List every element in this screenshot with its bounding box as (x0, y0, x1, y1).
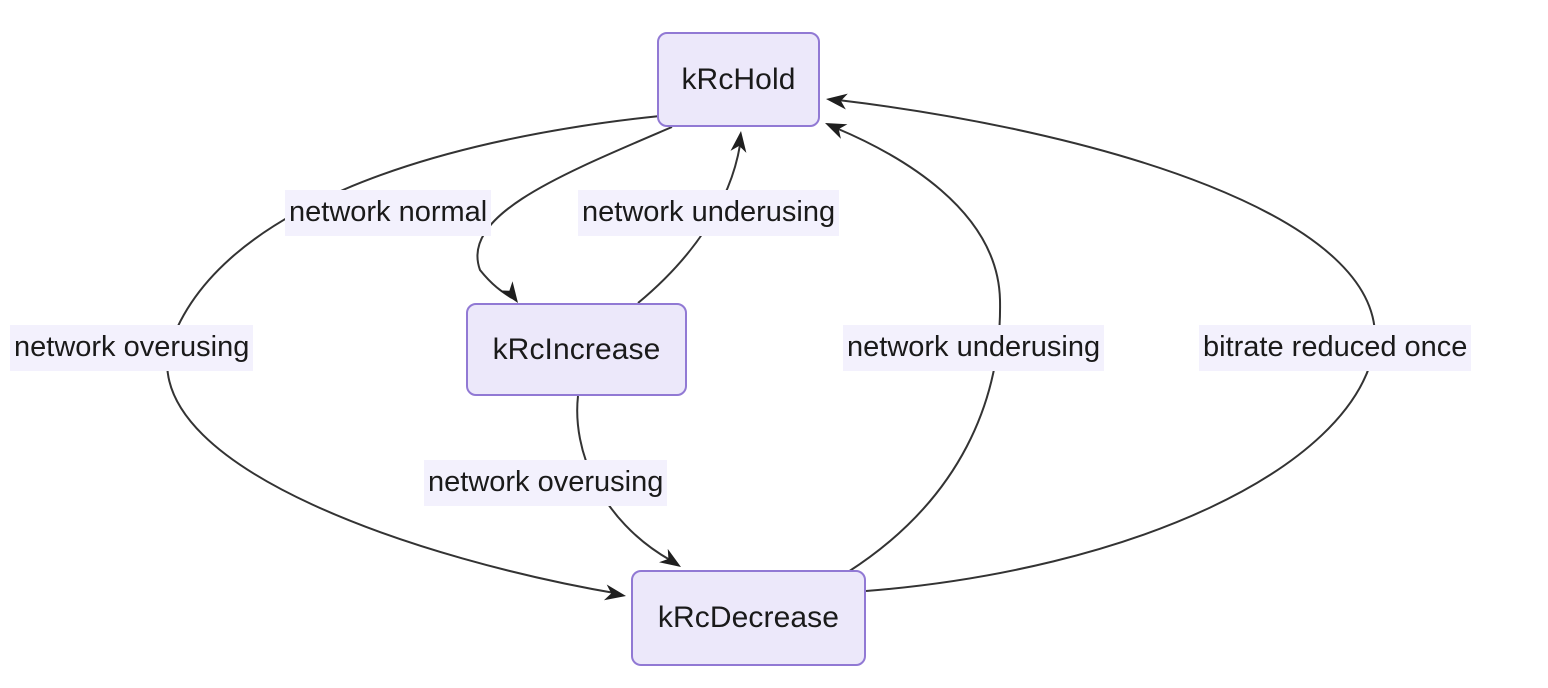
edge-label-increase-to-decrease: network overusing (424, 460, 668, 506)
arrowhead-increase-to-hold (730, 131, 747, 153)
edge-label-increase-to-hold: network underusing (578, 190, 840, 236)
state-node-label: kRcHold (681, 62, 796, 96)
arrowhead-decrease-to-hold-underusing (825, 123, 848, 139)
state-node-kRcDecrease[interactable]: kRcDecrease (631, 570, 866, 666)
edge-label-hold-to-decrease: network overusing (10, 325, 254, 371)
edge-decrease-to-hold-underusing (835, 127, 1002, 573)
arrowhead-hold-to-increase (499, 281, 518, 303)
state-node-kRcHold[interactable]: kRcHold (657, 32, 820, 127)
state-node-kRcIncrease[interactable]: kRcIncrease (466, 303, 687, 396)
state-node-label: kRcDecrease (657, 601, 840, 634)
state-node-label: kRcIncrease (492, 332, 661, 366)
arrowhead-hold-to-decrease (603, 584, 626, 601)
edge-label-decrease-to-hold-underusing: network underusing (843, 325, 1105, 371)
arrowhead-decrease-to-hold-bitrate (826, 93, 848, 110)
edge-label-hold-to-increase: network normal (285, 190, 492, 236)
edge-hold-to-increase (476, 126, 673, 299)
edge-label-decrease-to-hold-bitrate: bitrate reduced once (1199, 325, 1472, 371)
arrowhead-increase-to-decrease (659, 548, 681, 567)
